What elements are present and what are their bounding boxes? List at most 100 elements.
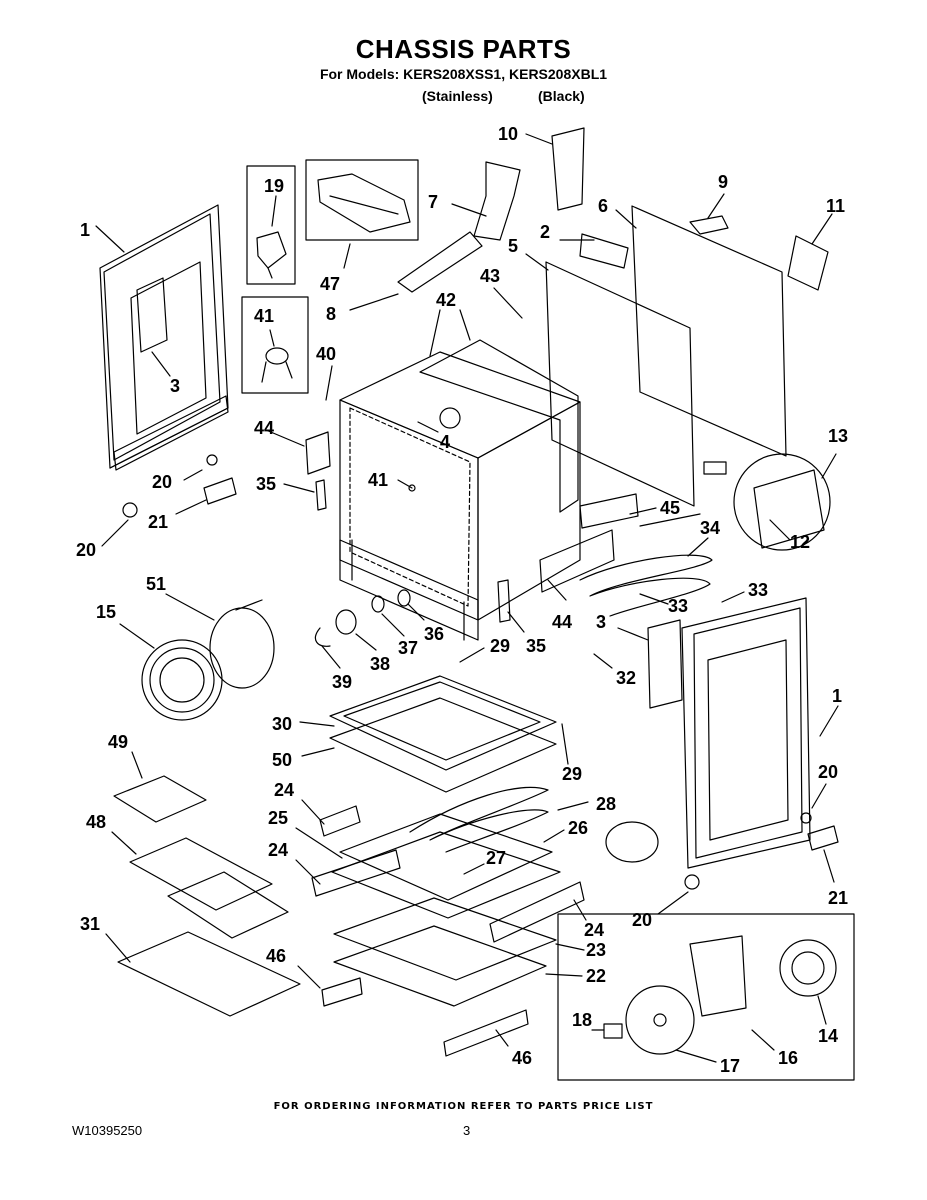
callout-49: 49 — [108, 732, 128, 752]
inset-box-19 — [246, 165, 296, 285]
callout-35-mid: 35 — [526, 636, 546, 656]
callout-37: 37 — [398, 638, 418, 658]
drawer-tray — [311, 805, 585, 943]
callout-11: 11 — [826, 196, 845, 216]
callout-29-upper: 29 — [490, 636, 510, 656]
vent-duct-parts — [397, 127, 585, 293]
bake-element — [409, 786, 549, 853]
callout-42: 42 — [436, 290, 456, 310]
callout-29-lower: 29 — [562, 764, 582, 784]
side-panel-left — [99, 204, 229, 471]
inset-part-19 — [256, 231, 287, 279]
callout-20-lower-left: 20 — [76, 540, 96, 560]
callout-17: 17 — [720, 1056, 740, 1076]
callout-33-right: 33 — [748, 580, 768, 600]
callout-12: 12 — [790, 532, 810, 552]
variant-stainless: (Stainless) — [422, 88, 493, 104]
callout-47: 47 — [320, 274, 340, 294]
callout-41-inset: 41 — [254, 306, 274, 326]
callout-24-right: 24 — [584, 920, 604, 940]
callout-22: 22 — [586, 966, 606, 986]
light-assembly — [315, 589, 411, 647]
page-number: 3 — [463, 1123, 471, 1138]
callout-23: 23 — [586, 940, 606, 960]
terminal-block — [703, 453, 831, 551]
callout-20-upper-left: 20 — [152, 472, 172, 492]
callout-26: 26 — [568, 818, 588, 838]
callout-21-left: 21 — [148, 512, 168, 532]
inset-box-fan — [557, 913, 855, 1081]
callout-43: 43 — [480, 266, 500, 286]
inset-part-47 — [317, 173, 411, 233]
callout-30: 30 — [272, 714, 292, 734]
callout-9: 9 — [718, 172, 728, 192]
callout-41-cavity: 41 — [368, 470, 388, 490]
callout-13: 13 — [828, 426, 848, 446]
callout-35-left: 35 — [256, 474, 276, 494]
leader-lines — [95, 133, 839, 1063]
callout-31: 31 — [80, 914, 100, 934]
broil-element — [579, 513, 713, 617]
callout-24-upper: 24 — [274, 780, 294, 800]
callout-50: 50 — [272, 750, 292, 770]
callout-16: 16 — [778, 1048, 798, 1068]
callout-2: 2 — [540, 222, 550, 242]
callout-51: 51 — [146, 574, 166, 594]
callout-14: 14 — [818, 1026, 838, 1046]
callout-33-mid: 33 — [668, 596, 688, 616]
callout-20-upper-right: 20 — [818, 762, 838, 782]
callout-21-right: 21 — [828, 888, 848, 908]
callout-38: 38 — [370, 654, 390, 674]
trim-pieces — [321, 977, 529, 1057]
callout-25: 25 — [268, 808, 288, 828]
callout-40: 40 — [316, 344, 336, 364]
broiler-pan — [329, 675, 557, 793]
callout-32: 32 — [616, 668, 636, 688]
callout-48: 48 — [86, 812, 106, 832]
callout-20-lower-right: 20 — [632, 910, 652, 930]
brackets — [305, 431, 825, 709]
callout-15: 15 — [96, 602, 116, 622]
callout-19: 19 — [264, 176, 284, 196]
callout-34: 34 — [700, 518, 720, 538]
callout-36: 36 — [424, 624, 444, 644]
callout-7: 7 — [428, 192, 438, 212]
insulation-wrap — [419, 339, 579, 513]
drawer-panels — [333, 897, 557, 1007]
back-panels — [545, 205, 829, 507]
callout-8: 8 — [326, 304, 336, 324]
callout-1-right: 1 — [832, 686, 842, 706]
models-line: For Models: KERS208XSS1, KERS208XBL1 — [319, 66, 608, 82]
inset-box-47 — [305, 159, 419, 241]
callout-44-mid: 44 — [552, 612, 572, 632]
variant-black: (Black) — [538, 88, 585, 104]
callout-28: 28 — [596, 794, 616, 814]
inset-box-41 — [241, 296, 309, 394]
callout-44-left: 44 — [254, 418, 274, 438]
callout-46-right: 46 — [512, 1048, 532, 1068]
callout-1-left: 1 — [80, 220, 90, 240]
callout-46-left: 46 — [266, 946, 286, 966]
callout-10: 10 — [498, 124, 518, 144]
document-number: W10395250 — [72, 1123, 143, 1138]
inset-part-41 — [261, 347, 293, 383]
page-title: CHASSIS PARTS — [355, 34, 572, 64]
fan-motor-parts — [603, 821, 837, 1055]
callout-24-left: 24 — [268, 840, 288, 860]
callout-4: 4 — [440, 432, 450, 452]
ordering-note: FOR ORDERING INFORMATION REFER TO PARTS … — [273, 1101, 654, 1112]
callout-3-mid: 3 — [596, 612, 606, 632]
callout-18: 18 — [572, 1010, 592, 1030]
convection-element — [209, 599, 275, 689]
callout-39: 39 — [332, 672, 352, 692]
side-panel-right — [681, 597, 811, 869]
callout-3-left: 3 — [170, 376, 180, 396]
leveling-legs — [122, 454, 839, 890]
oven-racks — [113, 775, 301, 1017]
oven-cavity — [339, 351, 581, 641]
callout-5: 5 — [508, 236, 518, 256]
callout-6: 6 — [598, 196, 608, 216]
callout-45: 45 — [660, 498, 680, 518]
callout-27: 27 — [486, 848, 506, 868]
